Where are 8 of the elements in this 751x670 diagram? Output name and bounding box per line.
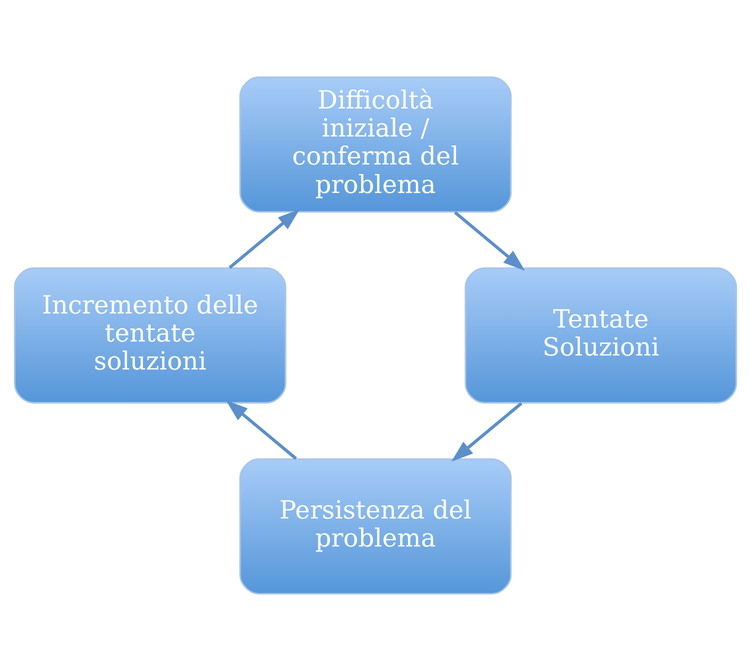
node-box: Difficoltà iniziale / conferma del problema — [239, 76, 512, 212]
arrow — [451, 402, 522, 462]
node-box: Tentate Soluzioni — [464, 266, 738, 404]
arrow — [226, 400, 297, 460]
node-box: Incremento delle tentate soluzioni — [14, 266, 286, 404]
node-box: Persistenza del problema — [239, 458, 512, 594]
arrow — [454, 210, 525, 270]
arrow — [228, 208, 300, 268]
